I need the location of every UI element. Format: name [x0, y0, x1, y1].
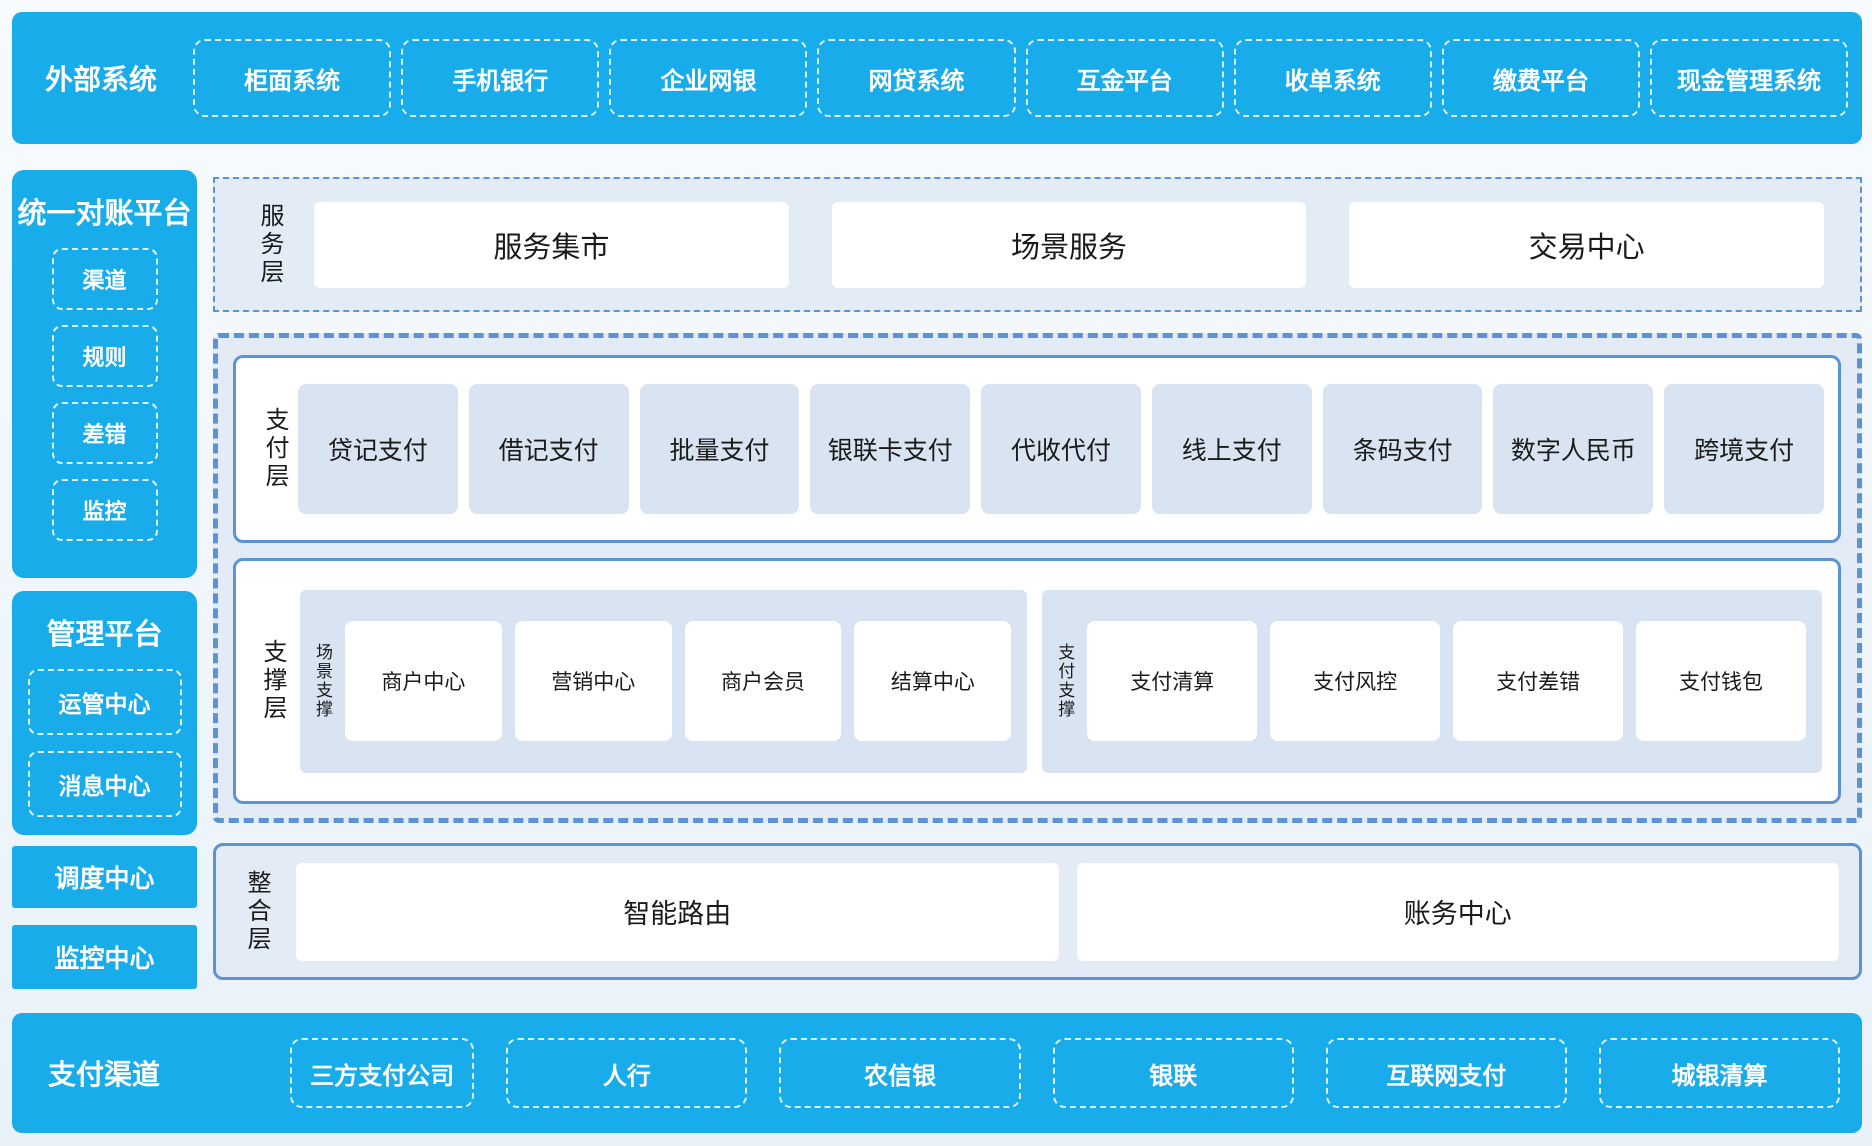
- monitoring-center-block: 监控中心: [12, 925, 197, 989]
- external-system-item: 缴费平台: [1441, 39, 1640, 117]
- left-sidebar: 统一对账平台 渠道 规则 差错 监控 管理平台 运管中心 消息中心 调度中心 监…: [12, 144, 197, 1013]
- payment-channels-items: 三方支付公司 人行 农信银 银联 互联网支付 城银清算: [290, 1038, 1841, 1108]
- payment-item: 借记支付: [468, 384, 629, 514]
- external-systems-items: 柜面系统 手机银行 企业网银 网贷系统 互金平台 收单系统 缴费平台 现金管理系…: [193, 39, 1849, 117]
- payment-channel-item: 互联网支付: [1325, 1038, 1567, 1108]
- service-item: 场景服务: [831, 201, 1307, 288]
- reconciliation-item: 差错: [51, 402, 158, 464]
- scene-support-group: 场景支撑 商户中心 营销中心 商户会员 结算中心: [300, 589, 1028, 773]
- management-item: 运管中心: [27, 669, 182, 735]
- payment-channels-bar: 支付渠道 三方支付公司 人行 农信银 银联 互联网支付 城银清算: [12, 1013, 1862, 1133]
- integration-layer-label: 整合层: [243, 869, 270, 954]
- service-layer-items: 服务集市 场景服务 交易中心: [314, 201, 1825, 288]
- payment-item: 贷记支付: [298, 384, 458, 514]
- reconciliation-item: 渠道: [51, 248, 158, 310]
- payment-support-item: 支付差错: [1453, 621, 1624, 741]
- payment-support-label: 支付支撑: [1055, 643, 1075, 719]
- external-system-item: 企业网银: [609, 39, 808, 117]
- payment-layer-label: 支付层: [261, 407, 288, 491]
- integration-item: 智能路由: [296, 862, 1059, 961]
- payment-support-item: 支付清算: [1087, 621, 1258, 741]
- scene-support-items: 商户中心 营销中心 商户会员 结算中心: [345, 621, 1012, 741]
- external-systems-title: 外部系统: [45, 64, 158, 95]
- support-layer-label: 支撑层: [259, 639, 286, 723]
- payment-channel-item: 城银清算: [1598, 1038, 1841, 1108]
- payment-item: 线上支付: [1151, 384, 1312, 514]
- payment-channel-item: 银联: [1052, 1038, 1294, 1108]
- external-systems-bar: 外部系统 柜面系统 手机银行 企业网银 网贷系统 互金平台 收单系统 缴费平台 …: [12, 12, 1862, 144]
- external-system-item: 现金管理系统: [1649, 39, 1849, 117]
- payment-support-container: 支付层 贷记支付 借记支付 批量支付 银联卡支付 代收代付 线上支付 条码支付 …: [213, 333, 1862, 823]
- payment-channel-item: 农信银: [779, 1038, 1021, 1108]
- scene-support-item: 商户会员: [684, 621, 842, 741]
- management-platform-title: 管理平台: [46, 619, 163, 651]
- payment-item: 数字人民币: [1493, 384, 1654, 514]
- payment-item: 条码支付: [1322, 384, 1483, 514]
- external-system-item: 收单系统: [1233, 39, 1432, 117]
- external-system-item: 手机银行: [401, 39, 600, 117]
- integration-item: 账务中心: [1076, 862, 1839, 961]
- diagram-body: 统一对账平台 渠道 规则 差错 监控 管理平台 运管中心 消息中心 调度中心 监…: [12, 144, 1862, 1013]
- payment-item: 银联卡支付: [810, 384, 971, 514]
- service-layer-label: 服务层: [256, 202, 283, 287]
- payment-channel-item: 三方支付公司: [290, 1038, 475, 1108]
- service-item: 服务集市: [314, 201, 789, 288]
- scene-support-item: 商户中心: [345, 621, 502, 741]
- layers-area: 服务层 服务集市 场景服务 交易中心 支付层 贷记支付 借记支付 批量支付 银联…: [213, 144, 1862, 1013]
- dispatch-center-block: 调度中心: [12, 846, 197, 908]
- payment-support-group: 支付支撑 支付清算 支付风控 支付差错 支付钱包: [1042, 589, 1822, 773]
- payment-item: 批量支付: [639, 384, 800, 514]
- scene-support-label: 场景支撑: [313, 643, 332, 719]
- payment-channel-item: 人行: [506, 1038, 748, 1108]
- reconciliation-platform-block: 统一对账平台 渠道 规则 差错 监控: [12, 170, 197, 578]
- reconciliation-item: 规则: [51, 325, 158, 387]
- management-item: 消息中心: [27, 751, 182, 817]
- payment-support-items: 支付清算 支付风控 支付差错 支付钱包: [1087, 621, 1807, 741]
- service-layer: 服务层 服务集市 场景服务 交易中心: [213, 177, 1862, 312]
- payment-item: 跨境支付: [1664, 384, 1825, 514]
- service-item: 交易中心: [1349, 201, 1825, 288]
- scene-support-item: 营销中心: [514, 621, 672, 741]
- management-platform-block: 管理平台 运管中心 消息中心: [12, 591, 197, 835]
- integration-layer: 整合层 智能路由 账务中心: [213, 843, 1862, 980]
- scene-support-item: 结算中心: [854, 621, 1012, 741]
- payment-support-item: 支付风控: [1270, 621, 1441, 741]
- support-layer: 支撑层 场景支撑 商户中心 营销中心 商户会员 结算中心 支付支撑: [233, 558, 1841, 804]
- external-system-item: 柜面系统: [193, 39, 392, 117]
- payment-support-item: 支付钱包: [1636, 621, 1807, 741]
- reconciliation-item: 监控: [51, 479, 158, 541]
- payment-channels-title: 支付渠道: [48, 1059, 161, 1090]
- payment-item: 代收代付: [981, 384, 1141, 514]
- reconciliation-platform-title: 统一对账平台: [17, 198, 192, 230]
- payment-layer: 支付层 贷记支付 借记支付 批量支付 银联卡支付 代收代付 线上支付 条码支付 …: [233, 355, 1841, 543]
- external-system-item: 互金平台: [1025, 39, 1224, 117]
- payment-layer-items: 贷记支付 借记支付 批量支付 银联卡支付 代收代付 线上支付 条码支付 数字人民…: [298, 384, 1825, 514]
- external-system-item: 网贷系统: [817, 39, 1016, 117]
- integration-layer-items: 智能路由 账务中心: [296, 862, 1839, 961]
